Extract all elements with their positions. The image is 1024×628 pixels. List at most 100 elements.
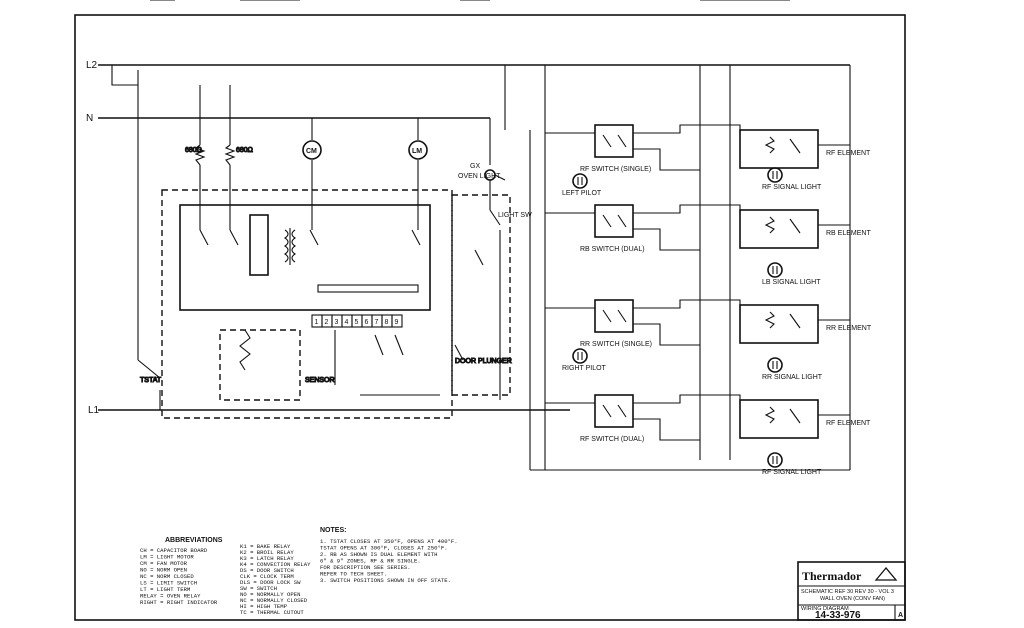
element-resistor (764, 406, 775, 424)
note-line: REFER TO TECH SHEET. (320, 571, 387, 578)
resistor-r1: 680Ω (184, 144, 206, 166)
light-switch-label: LIGHT SW (498, 212, 532, 219)
burner-element-box (739, 129, 819, 169)
switch-contact (602, 309, 612, 323)
part-number: 14-33-976 (815, 610, 861, 621)
abbreviation-col1-item: LT = LIGHT TERM (140, 586, 190, 593)
title-block: Thermador SCHEMATIC REF 30 REV 30 - VOL … (797, 561, 906, 621)
fan-motor-label: CM (306, 148, 317, 155)
abbreviation-col2-item: DS = DOOR SWITCH (240, 567, 294, 574)
burner-wire (633, 323, 700, 346)
note-line: 2. RB AS SHOWN IS DUAL ELEMENT WITH (320, 551, 438, 558)
burner-element-label: RB ELEMENT (826, 230, 871, 237)
oven-light: GX OVEN LIGHT LIGHT SW (458, 118, 532, 400)
pilot-light (572, 348, 588, 364)
transformer (284, 228, 296, 265)
control-board-bus (317, 284, 419, 293)
title-line1: SCHEMATIC REF 30 REV 30 - VOL 3 (801, 589, 894, 595)
burner-wire (633, 228, 700, 251)
element-contact (789, 408, 801, 424)
switch-contact (602, 404, 612, 418)
terminal-9 (391, 314, 403, 328)
line-l1-label: L1 (88, 405, 100, 416)
burner-wire (633, 124, 741, 135)
element-contact (789, 138, 801, 154)
notes-title: NOTES: (320, 527, 346, 534)
title-line3: WIRING DIAGRAM (801, 606, 849, 612)
burner-wire (633, 299, 741, 310)
terminal-2-label: 2 (325, 319, 329, 326)
control-board (179, 204, 431, 311)
power-lines: L2 N L1 (86, 60, 850, 416)
abbreviation-col2-item: NO = NORMALLY OPEN (240, 591, 300, 598)
terminal-8-label: 8 (385, 319, 389, 326)
abbreviation-col1-item: NO = NORM OPEN (140, 567, 187, 574)
lower-sensors: SENSOR TSTAT (139, 329, 440, 401)
burner-switch-label: RF SWITCH (SINGLE) (580, 166, 651, 173)
signal-light-label: RF SIGNAL LIGHT (762, 184, 822, 191)
burner-switch-box (594, 204, 634, 238)
board-relays (199, 229, 421, 246)
switch-contact (617, 134, 627, 148)
abbreviation-col1-item: NC = NORM CLOSED (140, 573, 194, 580)
pilot-light-label: LEFT PILOT (562, 190, 602, 197)
revision-letter: A (898, 612, 903, 619)
burner-wire (633, 148, 700, 171)
note-line: FOR DESCRIPTION SEE SERIES. (320, 564, 411, 571)
switch-contact (617, 404, 627, 418)
element-contact (789, 218, 801, 234)
abbreviation-col1-item: CM = FAN MOTOR (140, 560, 188, 567)
transformer-coil-box (249, 214, 269, 276)
signal-light (767, 167, 783, 183)
pilot-light (572, 173, 588, 189)
element-resistor (764, 136, 775, 154)
burner-switch-label: RF SWITCH (DUAL) (580, 436, 644, 443)
abbreviation-col2-item: K4 = CONVECTION RELAY (240, 561, 311, 568)
switch-contact (617, 309, 627, 323)
switch-contact (602, 134, 612, 148)
abbreviation-col2-item: NC = NORMALLY CLOSED (240, 597, 308, 604)
door-plunger-label: DOOR PLUNGER (455, 358, 512, 365)
control-module-outline (161, 189, 453, 419)
burner-switch-box (594, 124, 634, 158)
terminal-9-label: 9 (395, 319, 399, 326)
door-switch-outline (451, 194, 511, 396)
signal-light (767, 452, 783, 468)
terminal-6-label: 6 (365, 319, 369, 326)
abbreviation-col1-item: CH = CAPACITOR BOARD (140, 547, 208, 554)
abbreviation-col2-item: DLS = DOOR LOCK SW (240, 579, 301, 586)
element-resistor (764, 311, 775, 329)
signal-light (767, 357, 783, 373)
drawing-border (74, 14, 906, 621)
abbreviation-col1-item: LM = LIGHT MOTOR (140, 554, 194, 561)
burner-switch-box (594, 299, 634, 333)
abbreviation-col2-item: K2 = BROIL RELAY (240, 549, 294, 556)
brand-name: Thermador (802, 569, 862, 583)
burner-element-label: RF ELEMENT (826, 420, 871, 427)
note-line: 3. SWITCH POSITIONS SHOWN IN OFF STATE. (320, 577, 451, 584)
line-l2-label: L2 (86, 60, 98, 71)
terminal-3-label: 3 (335, 319, 339, 326)
burner-element-label: RR ELEMENT (826, 325, 872, 332)
door-switches: DOOR PLUNGER (454, 249, 512, 366)
burner-wire (633, 204, 741, 215)
notes-block: NOTES: 1. TSTAT CLOSES AT 350°F, OPENS A… (320, 527, 458, 584)
sensor-label: SENSOR (305, 377, 335, 384)
terminal-1-label: 1 (315, 319, 319, 326)
abbreviation-col1-item: LS = LIMIT SWITCH (140, 580, 197, 587)
abbreviation-col2-item: CLK = CLOCK TERM (240, 573, 294, 580)
burner-wire (633, 418, 700, 441)
abbreviation-col1-item: RIGHT = RIGHT INDICATOR (140, 599, 218, 606)
fan-motor: CM (302, 118, 322, 230)
note-line: TSTAT OPENS AT 300°F, CLOSES AT 250°F. (320, 545, 448, 552)
burner-bus-wiring (504, 65, 851, 471)
terminal-4-label: 4 (345, 319, 349, 326)
light-motor: LM (408, 118, 428, 230)
signal-light-label: RR SIGNAL LIGHT (762, 374, 823, 381)
element-contact (789, 313, 801, 329)
abbreviation-col2-item: SW = SWITCH (240, 585, 277, 592)
